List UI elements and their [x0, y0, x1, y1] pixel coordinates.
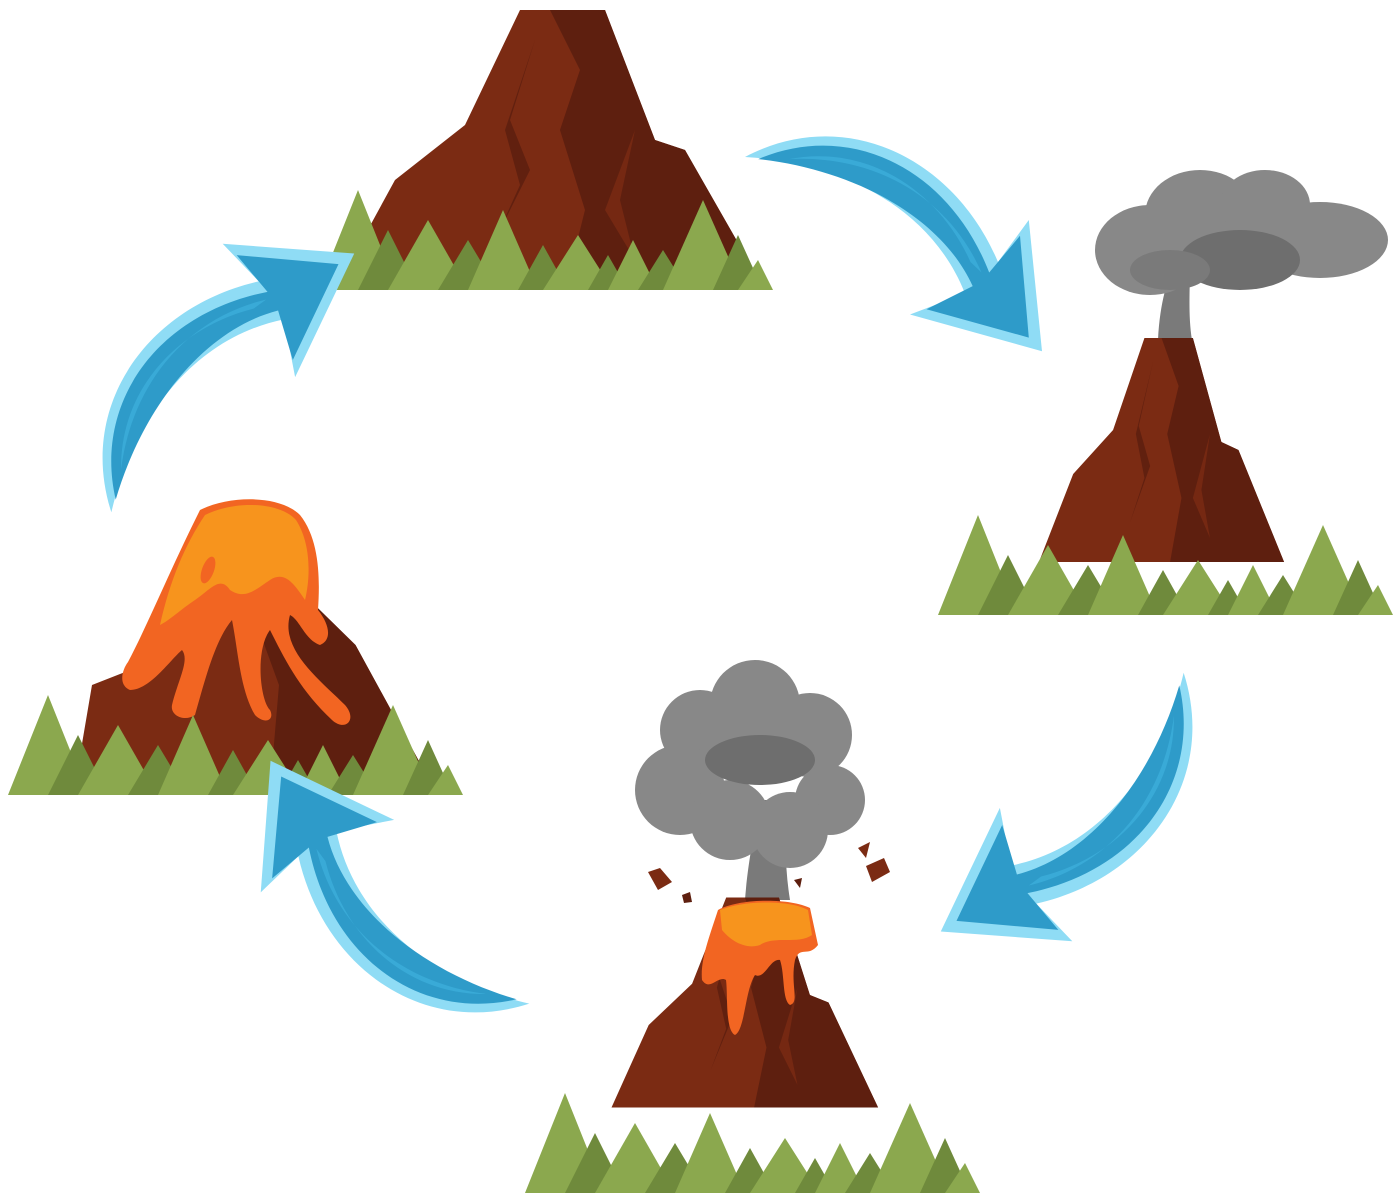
- lava-flow-volcano-icon: [8, 499, 463, 795]
- dormant-volcano-icon: [318, 10, 773, 290]
- smoke-cloud-icon: [1095, 170, 1388, 340]
- curved-arrow-icon: [745, 136, 1042, 351]
- arrow-dormant-to-smoking: [745, 136, 1042, 351]
- erupting-volcano-icon: [525, 660, 980, 1193]
- arrow-lava-flow-to-dormant: [91, 216, 354, 546]
- arrow-smoking-to-erupting: [941, 639, 1204, 969]
- curved-arrow-icon: [941, 639, 1204, 969]
- arrow-erupting-to-lava-flow: [233, 761, 563, 1024]
- curved-arrow-icon: [233, 761, 563, 1024]
- smoking-volcano-icon: [938, 170, 1393, 615]
- curved-arrow-icon: [91, 216, 354, 546]
- eruption-smoke-icon: [635, 660, 865, 900]
